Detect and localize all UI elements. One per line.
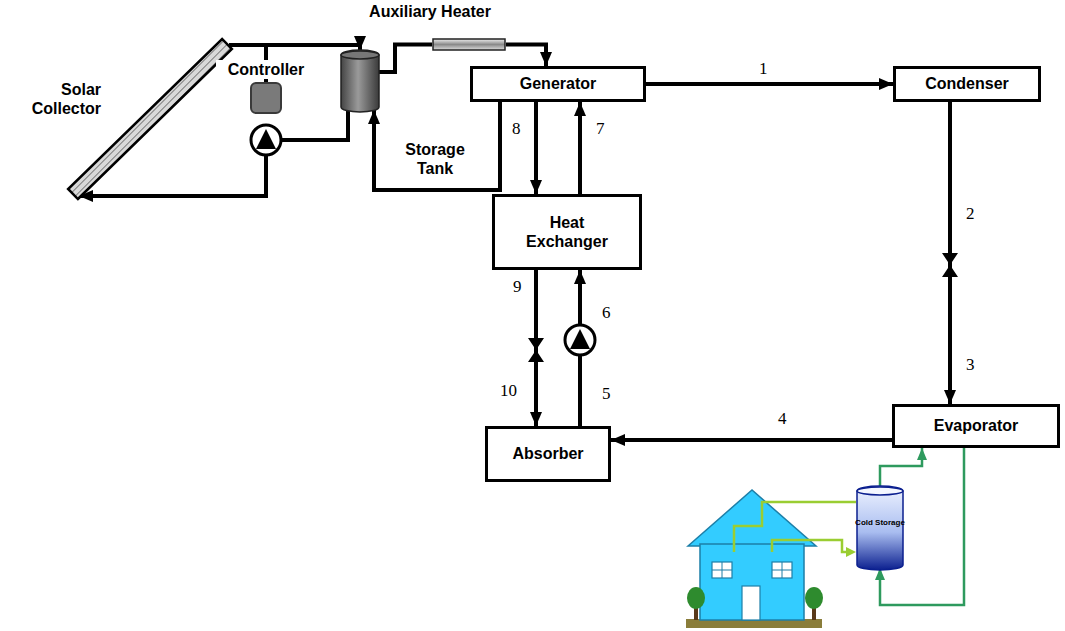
callout-number: 9	[511, 278, 524, 297]
box-label: Absorber	[512, 444, 583, 463]
callout-number: 8	[510, 120, 523, 139]
callout-number: 7	[594, 120, 607, 139]
storage-tank-label: Storage Tank	[402, 140, 468, 178]
house-loop-line	[734, 502, 856, 552]
auxiliary-heater-label: Auxiliary Heater	[340, 2, 520, 21]
solar-collector-label: Solar Collector	[15, 80, 101, 118]
house-illustration	[686, 490, 823, 628]
cold-storage-shape	[856, 486, 904, 570]
cylinder-top	[857, 487, 903, 495]
pump-triangle	[570, 329, 590, 349]
process-box: Condenser	[893, 66, 1041, 102]
process-box: Heat Exchanger	[492, 194, 642, 270]
callout-number: 4	[776, 410, 789, 429]
cold-storage: Cold Storage	[856, 486, 904, 570]
cylinder-top	[341, 51, 379, 59]
flow-line	[646, 82, 893, 86]
collector-panel	[68, 39, 232, 199]
storage-tank: Storage Tank	[340, 50, 380, 112]
auxiliary-heater-shape	[432, 38, 506, 51]
pump-body	[565, 325, 595, 355]
process-box: Absorber	[485, 426, 611, 482]
flow-line	[374, 102, 500, 190]
cylinder-body	[341, 50, 379, 112]
controller-unit-shape	[250, 82, 282, 114]
pump-triangle	[256, 129, 276, 149]
house-loop-arrow	[846, 547, 856, 557]
flow-line	[578, 102, 582, 194]
flow-line	[534, 102, 538, 194]
box-label: Condenser	[925, 74, 1009, 93]
house-wall	[700, 544, 804, 620]
flow-line	[611, 438, 892, 442]
window-bars	[712, 562, 792, 578]
pump-symbol	[565, 325, 595, 355]
controller-unit: Controller	[250, 82, 282, 114]
flow-line	[379, 45, 432, 73]
chilled-water-line	[880, 448, 922, 488]
controller-unit-label: Controller	[216, 60, 316, 79]
pump-body	[251, 125, 281, 155]
tree-crown	[805, 587, 823, 609]
callout-number: 1	[757, 60, 770, 79]
house-door	[742, 586, 760, 620]
box-label: Heat Exchanger	[512, 213, 622, 251]
pump-symbol	[251, 125, 281, 155]
cold-storage-label: Cold Storage	[852, 518, 908, 528]
auxiliary-heater: Auxiliary Heater	[432, 38, 506, 51]
flow-line	[506, 45, 546, 67]
process-box: Evaporator	[892, 404, 1060, 448]
expansion-valve	[528, 338, 544, 362]
storage-tank-shape	[340, 50, 380, 112]
heater-body	[433, 39, 505, 50]
callout-number: 6	[600, 304, 613, 323]
process-box: Generator	[470, 66, 646, 102]
callout-number: 3	[964, 356, 977, 375]
callout-number: 5	[600, 385, 613, 404]
callout-number: 10	[498, 382, 519, 401]
house-roof	[688, 490, 816, 546]
controller-body	[251, 83, 281, 113]
expansion-valve	[942, 253, 958, 277]
cylinder-body	[857, 486, 903, 570]
box-label: Evaporator	[934, 416, 1018, 435]
tree-crown	[687, 587, 705, 609]
house-loop-line	[772, 540, 852, 552]
box-label: Generator	[520, 74, 596, 93]
solar-collector-shape	[65, 36, 235, 202]
solar-collector: Solar Collector	[65, 36, 235, 202]
callout-number: 2	[964, 205, 977, 224]
